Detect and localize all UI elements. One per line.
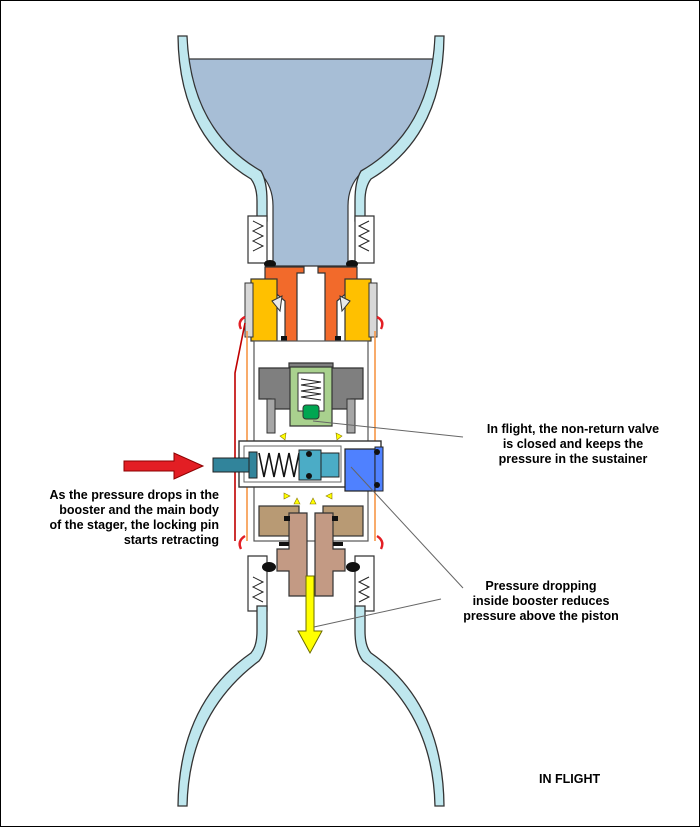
latch-right bbox=[339, 278, 378, 342]
upper-bellows bbox=[247, 215, 375, 268]
lower-tank bbox=[177, 605, 445, 807]
small-yellow-arrows bbox=[279, 432, 343, 505]
valve-callout-line: pressure in the sustainer bbox=[498, 452, 648, 466]
pin-callout-line: of the stager, the locking pin bbox=[49, 518, 219, 532]
yellow-arrow-icon bbox=[297, 575, 323, 655]
o-ring-icon bbox=[262, 562, 276, 572]
valve-seal bbox=[302, 404, 320, 420]
leader-lines bbox=[312, 420, 464, 628]
latch-left bbox=[244, 278, 283, 342]
pin-callout-line: booster and the main body bbox=[59, 503, 219, 517]
propellant-fluid bbox=[186, 58, 435, 267]
red-arrow-icon bbox=[123, 452, 205, 480]
state-label: IN FLIGHT bbox=[539, 772, 601, 786]
lower-coupling bbox=[258, 505, 364, 597]
locking-pin-assembly bbox=[212, 440, 384, 492]
upper-tank bbox=[177, 35, 445, 267]
pin-callout-line: starts retracting bbox=[123, 533, 219, 547]
o-ring-icon bbox=[346, 562, 360, 572]
piston-callout-line: inside booster reduces bbox=[472, 594, 610, 608]
locking-pin-callout: As the pressure drops in the booster and… bbox=[19, 488, 219, 548]
lower-bellows bbox=[247, 555, 375, 612]
o-ring-icon bbox=[264, 260, 276, 268]
valve-callout-line: In flight, the non-return valve bbox=[486, 422, 660, 436]
valve-callout-line: is closed and keeps the bbox=[502, 437, 644, 451]
piston-callout-line: pressure above the piston bbox=[463, 609, 619, 623]
spring-icon bbox=[300, 378, 322, 401]
valve-callout: In flight, the non-return valve is close… bbox=[453, 422, 693, 467]
spring-icon bbox=[258, 452, 300, 478]
piston-callout: Pressure dropping inside booster reduces… bbox=[441, 579, 641, 624]
piston-callout-line: Pressure dropping bbox=[485, 579, 597, 593]
o-ring-icon bbox=[346, 260, 358, 268]
pin-callout-line: As the pressure drops in the bbox=[49, 488, 219, 502]
blue-piston bbox=[344, 448, 376, 492]
locking-pin bbox=[212, 457, 254, 473]
